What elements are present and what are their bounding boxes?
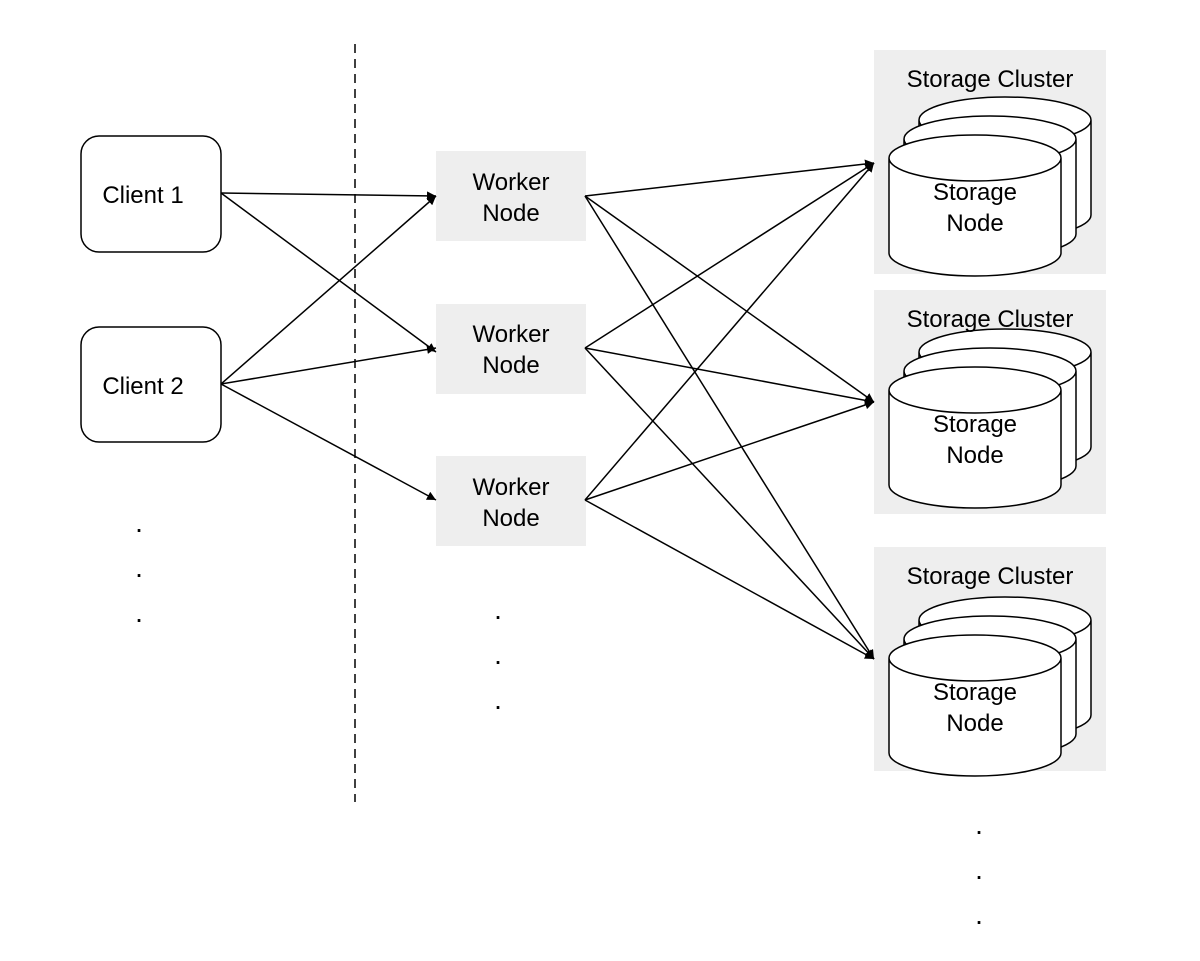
clients-ellipsis-dot-1: . [135,507,143,538]
connection-arrow-4 [220,345,437,385]
connection-arrow-7 [584,195,875,403]
worker-node-3 [436,456,586,546]
connection-arrow-12 [584,162,875,501]
worker-node-2 [436,304,586,394]
storage-cluster-2-title: Storage Cluster [907,306,1074,333]
clients-ellipsis-dot-3: . [135,597,143,628]
worker-1-label-line1: Worker [473,169,550,196]
client-1-box [80,135,222,253]
storage-cluster-1-title: Storage Cluster [907,66,1074,93]
worker-node-1 [436,151,586,241]
connection-arrow-10 [584,347,875,405]
connection-arrow-13 [584,400,875,501]
connection-arrow-9 [584,162,875,349]
worker-3-label-line1: Worker [473,474,550,501]
storage-node-1-label-line1: Storage [933,179,1017,206]
connection-arrow-11 [584,347,875,660]
storage-node-stack-1 [888,96,1092,277]
storage-node-1-label-line2: Node [946,210,1003,237]
worker-2-label-line1: Worker [473,321,550,348]
worker-3-label-line2: Node [482,505,539,532]
client-2-label: Client 2 [102,373,183,400]
client-1-label: Client 1 [102,182,183,209]
storage-node-stack-2 [888,328,1092,509]
clients-ellipsis-dot-2: . [135,552,143,583]
storage-node-2-label-line2: Node [946,442,1003,469]
storage-node-3-label-line2: Node [946,710,1003,737]
connection-arrow-1 [220,191,437,201]
storage-node-3-label-line1: Storage [933,679,1017,706]
connection-arrow-6 [584,159,875,197]
worker-1-label-line2: Node [482,200,539,227]
workers-ellipsis-dot-2: . [494,639,502,670]
connection-arrow-14 [584,499,875,660]
clusters-ellipsis-dot-1: . [975,809,983,840]
clusters-ellipsis-dot-3: . [975,899,983,930]
storage-node-stack-3 [888,596,1092,777]
connection-arrow-5 [220,383,437,501]
connection-arrows [220,159,875,660]
connection-arrow-2 [220,192,437,353]
workers-ellipsis-dot-3: . [494,684,502,715]
storage-cluster-3-title: Storage Cluster [907,563,1074,590]
workers-ellipsis-dot-1: . [494,594,502,625]
storage-node-2-label-line1: Storage [933,411,1017,438]
clusters-ellipsis-dot-2: . [975,854,983,885]
worker-2-label-line2: Node [482,352,539,379]
connection-arrow-8 [584,195,875,660]
connection-arrow-3 [220,195,437,385]
